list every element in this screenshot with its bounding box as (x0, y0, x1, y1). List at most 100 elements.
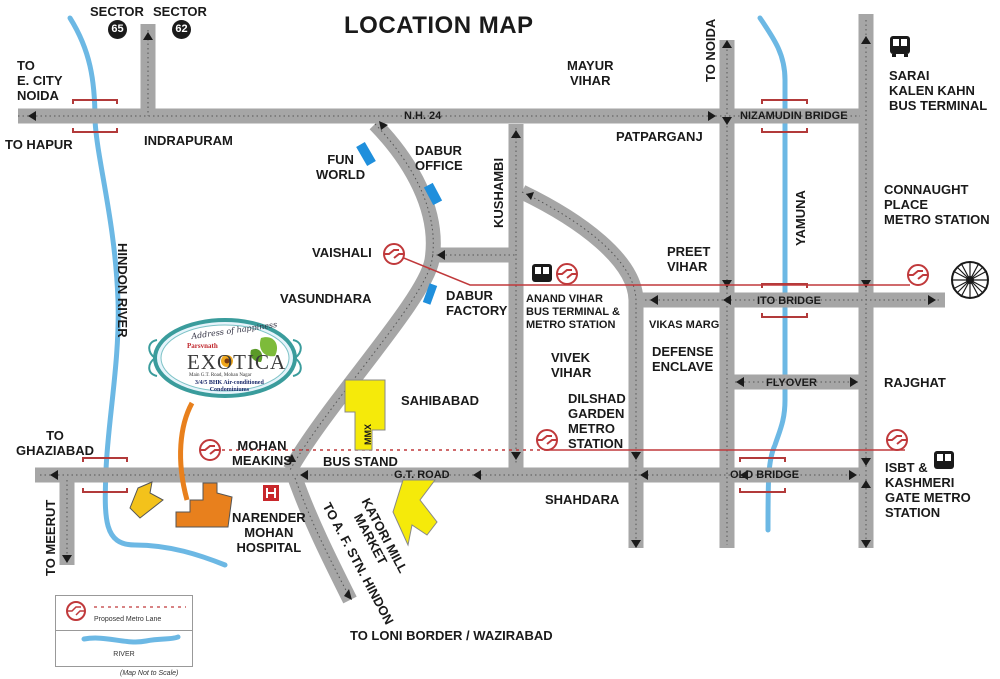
legend-metro-symbol (66, 601, 186, 621)
label-to-loni-border: TO LONI BORDER / WAZIRABAD (350, 628, 553, 643)
label-line: PLACE (884, 197, 929, 212)
label-vikas-marg: VIKAS MARG (649, 319, 720, 331)
label-line: E. CITY (17, 73, 63, 88)
label-defense-enclave: DEFENSE ENCLAVE (652, 344, 713, 374)
bus-icon-anand-vihar (532, 264, 552, 282)
label-isbt: ISBT & KASHMERI GATE METRO STATION (885, 460, 971, 520)
label-line: HOSPITAL (236, 540, 302, 555)
hospital-icon (263, 485, 279, 501)
direction-arrows (28, 32, 936, 600)
label-line: DABUR (415, 143, 462, 158)
label-line: TO (46, 428, 64, 443)
label-sarai-kale-khan: SARAI KALEN KAHN BUS TERMINAL (889, 68, 987, 113)
sector-65-label: SECTOR (90, 4, 144, 19)
label-line: WORLD (316, 167, 366, 182)
yamuna-river (757, 15, 788, 533)
gold-building (129, 481, 164, 519)
label-dilshad-garden: DILSHAD GARDEN METRO STATION (568, 391, 626, 451)
label-line: VIHAR (551, 365, 592, 380)
legend-river-symbol (81, 634, 181, 645)
label-line: DABUR (446, 288, 493, 303)
project-logo: Address of happiness Parsvnath EXOTICA M… (143, 312, 303, 404)
label-mayur-vihar: MAYUR VIHAR (567, 58, 613, 88)
label-anand-vihar: ANAND VIHAR BUS TERMINAL & METRO STATION (526, 293, 620, 332)
metro-icon-mohan-meakins (199, 439, 221, 461)
label-connaught-place: CONNAUGHT PLACE METRO STATION (884, 182, 990, 227)
label-bus-stand: BUS STAND (323, 454, 398, 469)
label-dabur-office: DABUR OFFICE (415, 143, 463, 173)
label-line: PREET (667, 244, 711, 259)
legend-river-label: RIVER (113, 651, 135, 658)
label-yamuna: YAMUNA (793, 190, 808, 246)
label-to-meerut: TO MEERUT (43, 499, 58, 576)
fun-world-building (356, 141, 376, 167)
label-line: BUS TERMINAL (889, 98, 988, 113)
logo-brand: Parsvnath (187, 342, 218, 350)
metro-icons (199, 243, 929, 461)
metro-line (393, 253, 910, 451)
label-rajghat: RAJGHAT (884, 375, 946, 390)
label-to-e-city-noida: TO E. CITY NOIDA (17, 58, 63, 103)
label-line: DILSHAD (568, 391, 626, 406)
road-label-flyover: FLYOVER (766, 377, 817, 389)
label-patparganj: PATPARGANJ (616, 129, 703, 144)
metro-icon-dilshad (536, 429, 558, 451)
bridge-markers (72, 99, 808, 493)
mmx-building (344, 379, 386, 451)
label-line: METRO STATION (526, 319, 616, 331)
legend-metro-label: Proposed Metro Lane (94, 616, 162, 623)
dabur-office-building (423, 182, 443, 206)
road-label-ito-bridge: ITO BRIDGE (757, 295, 821, 307)
logo-description: 3/4/5 BHK Air-conditioned Condominiums (195, 380, 264, 394)
label-vaishali: VAISHALI (312, 245, 372, 260)
label-mmx: MMX (363, 424, 373, 445)
label-line: FUN (327, 152, 354, 167)
label-line: MOHAN (244, 525, 294, 540)
map-legend: Proposed Metro Lane RIVER (55, 595, 193, 667)
label-hindon-river: HINDON RIVER (115, 243, 130, 338)
label-line: GATE METRO (885, 490, 971, 505)
label-line: STATION (885, 505, 941, 520)
exotica-pointer (178, 401, 195, 501)
metro-icon-isbt (886, 429, 908, 451)
legend-row-metro: Proposed Metro Lane (56, 596, 192, 631)
road-label-old-bridge: OLD BRIDGE (730, 469, 800, 481)
label-line: SARAI (889, 68, 930, 83)
bus-icon-sarai (890, 36, 910, 57)
road-label-nizamudin-bridge: NIZAMUDIN BRIDGE (740, 110, 848, 122)
label-mohan-meakins: MOHAN MEAKINS (232, 438, 292, 468)
logo-frame (148, 318, 302, 398)
label-line: DEFENSE (652, 344, 714, 359)
sector-65-badge: 65 (108, 20, 127, 39)
label-to-ghaziabad: TO GHAZIABAD (16, 428, 94, 458)
label-dabur-factory: DABUR FACTORY (446, 288, 507, 318)
label-fun-world: FUN WORLD (316, 152, 365, 182)
logo-description-line: 3/4/5 BHK Air-conditioned (195, 380, 264, 386)
label-line: GARDEN (568, 406, 625, 421)
label-line: CONNAUGHT (884, 182, 969, 197)
label-vasundhara: VASUNDHARA (280, 291, 372, 306)
buildings (129, 141, 443, 547)
label-indrapuram: INDRAPURAM (144, 133, 233, 148)
label-line: VIVEK (551, 350, 591, 365)
label-line: ENCLAVE (652, 359, 714, 374)
road-label-nh24: N.H. 24 (404, 110, 442, 122)
label-to-noida: TO NOIDA (703, 18, 718, 82)
label-vivek-vihar: VIVEK VIHAR (551, 350, 591, 380)
label-line: KASHMERI (885, 475, 955, 490)
rajghat-chakra-icon (951, 261, 989, 299)
label-line: ANAND VIHAR (526, 293, 603, 305)
sector-62-label: SECTOR (153, 4, 207, 19)
metro-icon-anand-vihar (556, 263, 578, 285)
label-narender-mohan-hospital: NARENDER MOHAN HOSPITAL (232, 510, 306, 555)
logo-project-name: EXOTICA (187, 350, 287, 374)
label-line: TO (17, 58, 35, 73)
label-line: ISBT & (885, 460, 928, 475)
label-line: NARENDER (232, 510, 306, 525)
label-line: METRO STATION (884, 212, 990, 227)
label-line: GHAZIABAD (16, 443, 94, 458)
page-title: LOCATION MAP (344, 12, 534, 39)
label-line: METRO (568, 421, 615, 436)
